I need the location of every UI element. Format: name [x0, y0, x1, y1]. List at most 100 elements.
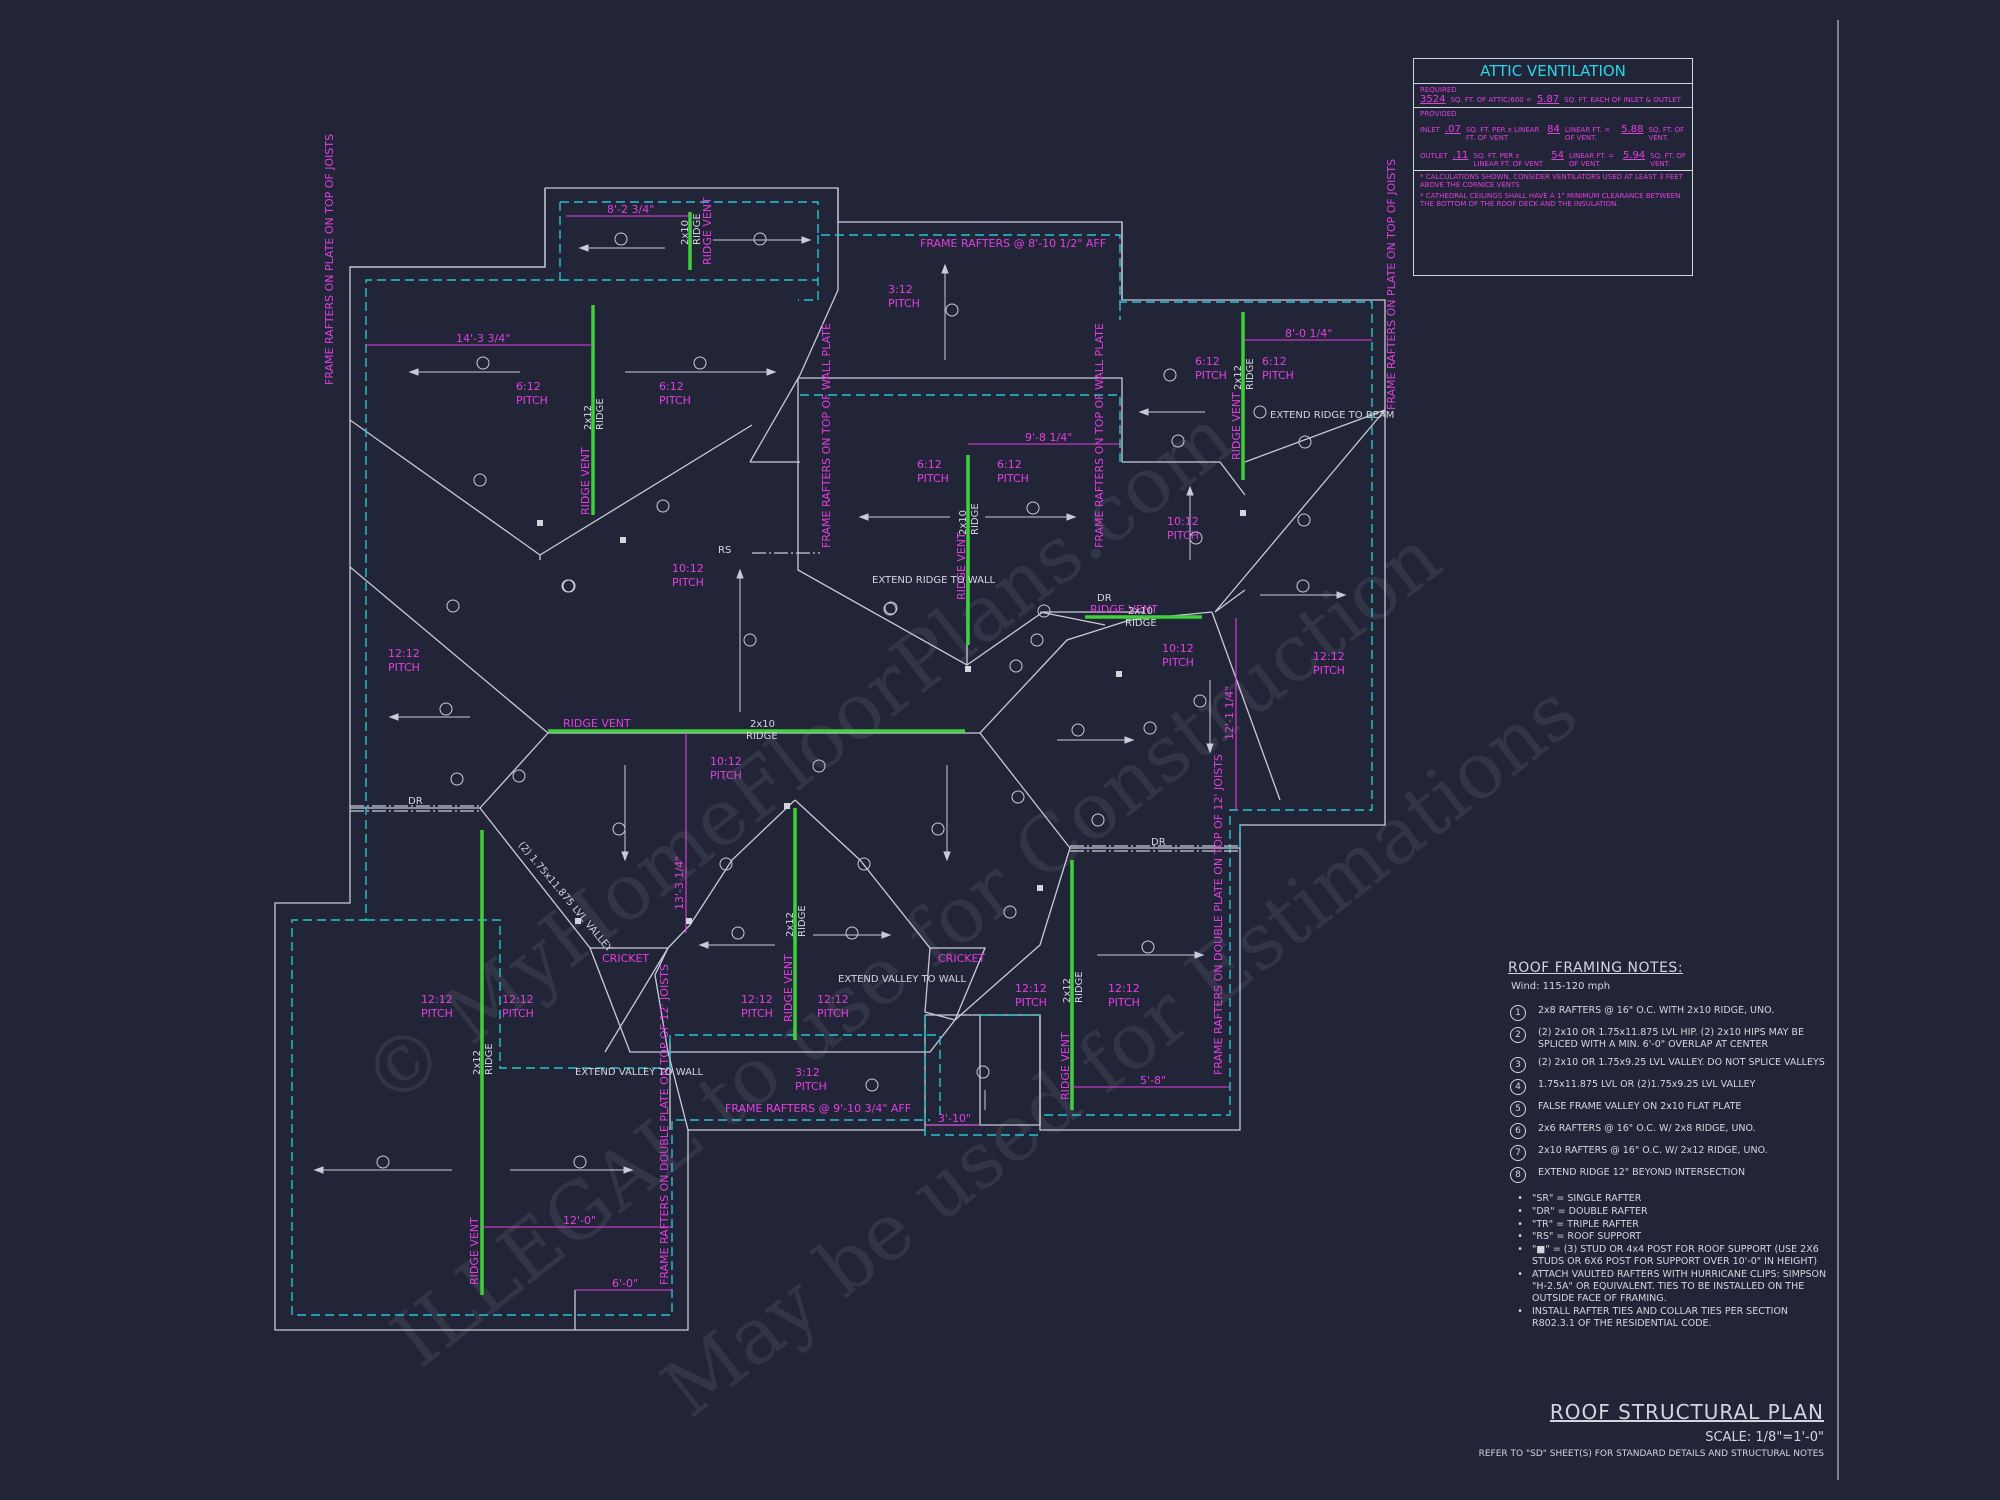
attic-ventilation-title: ATTIC VENTILATION — [1414, 59, 1692, 84]
legend-item: •ATTACH VAULTED RAFTERS WITH HURRICANE C… — [1517, 1269, 1827, 1304]
dim-14-3: 14'-3 3/4" — [456, 332, 510, 345]
pitch-word: PITCH — [817, 1007, 849, 1020]
attic-ventilation-table: ATTIC VENTILATION REQUIRED 3524 SQ. FT. … — [1413, 58, 1693, 276]
dim-12-0: 12'-0" — [563, 1214, 596, 1227]
pitch-word: PITCH — [1262, 369, 1294, 382]
pitch-word: PITCH — [997, 472, 1029, 485]
ridge-word: RIDGE — [970, 503, 981, 535]
required-value: 5.87 — [1536, 94, 1560, 105]
note-number: 7 — [1510, 1144, 1526, 1161]
pitch-value: 12:12 — [1015, 982, 1047, 995]
legend-text: "■" = (3) STUD OR 4x4 POST FOR ROOF SUPP… — [1532, 1244, 1819, 1268]
ridge-size: 2x12 — [785, 912, 796, 937]
outlet-value: 5.94 — [1622, 150, 1646, 161]
legend-text: ATTACH VAULTED RAFTERS WITH HURRICANE CL… — [1532, 1269, 1827, 1304]
outlet-rate: .11 — [1452, 150, 1469, 161]
inlet-line: INLET .07 SQ. FT. PER x LINEAR FT. OF VE… — [1420, 124, 1686, 142]
ridge-word: RIDGE — [595, 398, 606, 430]
frame-double-plate-left: FRAME RAFTERS ON DOUBLE PLATE ON TOP OF … — [658, 964, 671, 1285]
extend-valley-wall-label: EXTEND VALLEY TO WALL — [575, 1067, 703, 1078]
pitch-word: PITCH — [659, 394, 691, 407]
note-number: 1 — [1510, 1005, 1526, 1021]
dim-8-2: 8'-2 3/4" — [607, 203, 654, 216]
ridge-vent-label: RIDGE VENT — [955, 532, 968, 600]
dim-8-0: 8'-0 1/4" — [1285, 327, 1332, 340]
legend-item: •"RS" = ROOF SUPPORT — [1517, 1231, 1642, 1243]
legend-item: •"TR" = TRIPLE RAFTER — [1517, 1218, 1639, 1230]
outlet-text: SQ. FT. PER x LINEAR FT. OF VENT — [1473, 152, 1544, 168]
ridge-vent-label: RIDGE VENT — [468, 1217, 481, 1285]
roof-support-posts — [537, 510, 1246, 924]
attic-notes: * CALCULATIONS SHOWN, CONSIDER VENTILATO… — [1414, 170, 1692, 210]
inlet-value: 5.88 — [1621, 124, 1644, 135]
legend-text: "TR" = TRIPLE RAFTER — [1532, 1218, 1639, 1230]
pitch-value: 10:12 — [1167, 515, 1199, 528]
ridge-word: RIDGE — [692, 213, 703, 245]
ridge-vent-label: RIDGE VENT — [1230, 392, 1243, 460]
inlet-rate: .07 — [1444, 124, 1461, 135]
pitch-value: 6:12 — [659, 380, 684, 393]
pitch-word: PITCH — [672, 576, 704, 589]
provided-label: PROVIDED — [1420, 110, 1457, 118]
double-rafter-lines — [350, 552, 1240, 852]
provided-row: PROVIDED INLET .07 SQ. FT. PER x LINEAR … — [1414, 107, 1692, 170]
required-area: 3524 — [1420, 94, 1446, 105]
legend-text: "RS" = ROOF SUPPORT — [1532, 1231, 1642, 1243]
dr-label: DR — [1097, 593, 1112, 604]
pitch-word: PITCH — [1195, 369, 1227, 382]
watermark: © MyHomeFloorPlans.com ILLEGAL to use fo… — [346, 392, 1594, 1435]
ridge-size: 2x10 — [750, 719, 775, 730]
legend-item: •"■" = (3) STUD OR 4x4 POST FOR ROOF SUP… — [1508, 1244, 1828, 1268]
note-number: 3 — [1510, 1056, 1526, 1073]
legend-item: •INSTALL RAFTER TIES AND COLLAR TIES PER… — [1508, 1306, 1828, 1330]
pitch-value: 12:12 — [421, 993, 453, 1006]
note-text: (2) 2x10 OR 1.75x11.875 LVL HIP. (2) 2x1… — [1538, 1027, 1804, 1050]
framing-note: 1 2x8 RAFTERS @ 16" O.C. WITH 2x10 RIDGE,… — [1508, 1005, 1828, 1021]
pitch-value: 12:12 — [741, 993, 773, 1006]
attic-note-2: * CATHEDRAL CEILINGS SHALL HAVE A 1" MIN… — [1420, 192, 1681, 208]
pitch-word: PITCH — [917, 472, 949, 485]
framing-note: 3(2) 2x10 OR 1.75x9.25 LVL VALLEY. DO NO… — [1508, 1056, 1828, 1073]
ridge-word: RIDGE — [1074, 971, 1085, 1003]
dimension-lines — [366, 215, 1372, 1291]
note-markers — [376, 232, 1312, 1169]
abbreviation-legend: •"SR" = SINGLE RAFTER •"DR" = DOUBLE RAF… — [1508, 1193, 1828, 1330]
pitch-value: 3:12 — [888, 283, 913, 296]
wall-line-dashed — [291, 201, 1373, 1316]
pitch-value: 10:12 — [1162, 642, 1194, 655]
pitch-word: PITCH — [388, 661, 420, 674]
outlet-length-text: LINEAR FT. = OF VENT. — [1569, 152, 1615, 168]
ridge-word: RIDGE — [1125, 618, 1157, 629]
ridge-size: 2x12 — [1062, 978, 1073, 1003]
ridge-size: 2x12 — [583, 405, 594, 430]
dim-3-10: 3'-10" — [938, 1112, 971, 1125]
dim-9-8: 9'-8 1/4" — [1025, 431, 1072, 444]
note-number: 4 — [1510, 1078, 1526, 1095]
drawing-title: ROOF STRUCTURAL PLAN — [1549, 1400, 1824, 1424]
cricket-label: CRICKET — [938, 952, 985, 965]
note-text: 2x8 RAFTERS @ 16" O.C. WITH 2x10 RIDGE, … — [1538, 1005, 1775, 1016]
required-row: REQUIRED 3524 SQ. FT. OF ATTIC/600 = 5.8… — [1414, 84, 1692, 107]
pitch-word: PITCH — [1108, 996, 1140, 1009]
wind-speed: Wind: 115-120 mph — [1511, 980, 1611, 992]
dim-12-1: 12'-1 1/4" — [1223, 686, 1236, 740]
outlet-label: OUTLET — [1420, 152, 1448, 160]
pitch-value: 12:12 — [502, 993, 534, 1006]
legend-text: "SR" = SINGLE RAFTER — [1532, 1192, 1642, 1204]
note-number: 2 — [1510, 1027, 1526, 1043]
ridge-vent-label: RIDGE VENT — [1090, 603, 1158, 616]
ridge-word: RIDGE — [1245, 358, 1256, 390]
pitch-value: 12:12 — [817, 993, 849, 1006]
extend-valley-wall-label: EXTEND VALLEY TO WALL — [838, 974, 966, 985]
ridge-word: RIDGE — [746, 731, 778, 742]
cricket-label: CRICKET — [602, 952, 649, 965]
pitch-value: 12:12 — [1108, 982, 1140, 995]
pitch-value: 12:12 — [388, 647, 420, 660]
pitch-value: 6:12 — [917, 458, 942, 471]
attic-note-1: * CALCULATIONS SHOWN, CONSIDER VENTILATO… — [1420, 173, 1683, 189]
ridge-vent-label: RIDGE VENT — [563, 717, 631, 730]
pitch-value: 12:12 — [1313, 650, 1345, 663]
